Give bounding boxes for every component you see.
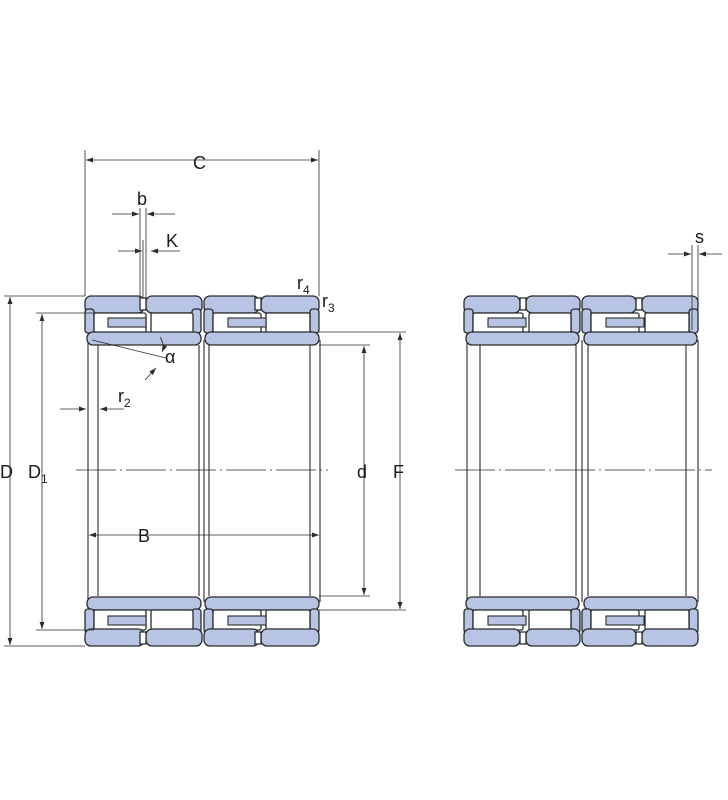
right-bottom-section — [463, 596, 699, 647]
outer-ring-segment — [203, 628, 260, 647]
roller — [150, 609, 194, 631]
label-d: d — [357, 462, 367, 482]
right-bearing-view — [455, 295, 712, 647]
inner-ring — [204, 331, 320, 346]
left-bottom-section — [84, 596, 320, 647]
outer-ring-segment — [145, 628, 203, 647]
label-B: B — [138, 526, 150, 546]
left-bore-lines — [87, 340, 321, 602]
left-top-section — [84, 295, 320, 346]
label-r2: r2 — [118, 386, 131, 410]
cage — [227, 317, 267, 328]
roller — [150, 312, 194, 334]
label-K: K — [166, 231, 178, 251]
outer-ring-segment — [260, 628, 320, 647]
label-alpha: α — [165, 347, 175, 367]
dimension-labels: C b K r4 r3 α r2 D D1 d F B s — [0, 153, 704, 546]
label-r4: r4 — [297, 273, 310, 297]
dim-alpha — [91, 339, 167, 359]
outer-ring-segment — [84, 628, 145, 647]
roller — [265, 609, 311, 631]
right-bore-lines — [466, 340, 699, 602]
inner-ring — [86, 596, 202, 611]
label-D: D — [0, 462, 13, 482]
cage — [107, 615, 147, 626]
label-C: C — [193, 153, 206, 173]
inner-ring — [204, 596, 320, 611]
label-r3: r3 — [322, 291, 335, 315]
cage — [107, 317, 147, 328]
right-top-section — [463, 295, 699, 346]
label-s: s — [695, 227, 704, 247]
roller — [265, 312, 311, 334]
inner-ring — [86, 331, 202, 346]
label-F: F — [393, 462, 404, 482]
label-D1: D1 — [28, 462, 48, 486]
dimension-lines — [4, 150, 722, 647]
left-bearing-view — [76, 295, 328, 647]
cage — [227, 615, 267, 626]
label-b: b — [137, 189, 147, 209]
